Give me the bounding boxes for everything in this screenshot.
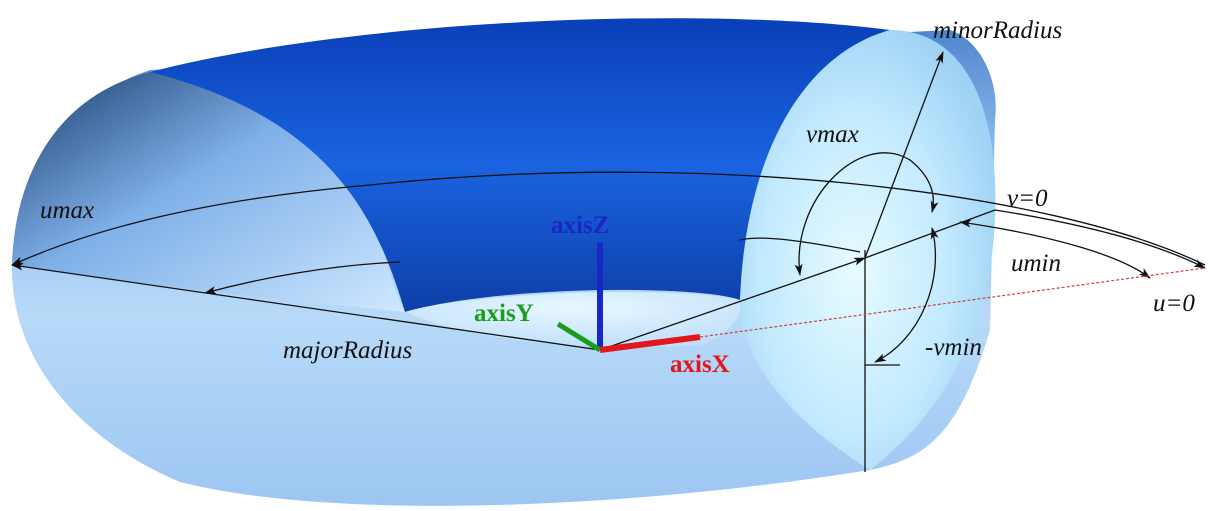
u-zero-arc [994,209,1206,269]
neg-vmin-arc [874,227,939,363]
neg-vmin-label: -vmin [925,334,982,361]
major-radius-inner-arc [204,261,401,294]
minor-radius-label: minorRadius [933,17,1062,44]
major-radius-label: majorRadius [283,337,412,364]
axis-y-line [556,321,602,353]
umin-label: umin [1011,250,1061,277]
umax-label: umax [40,197,94,224]
axis-y-label: axisY [474,300,534,327]
torus-hole-floor [405,291,741,347]
axis-x-label: axisX [670,351,730,378]
torus-inner-surface [150,18,890,312]
umax-arc [11,171,1206,266]
umin-arc [959,219,1151,279]
vmax-label: vmax [806,121,859,148]
axis-x-line [599,334,701,353]
vmax-arc [794,152,939,276]
v-zero-label: v=0 [1007,185,1048,212]
axis-z-label: axisZ [551,212,609,239]
major-radius-arrow [11,262,601,351]
u-zero-label: u=0 [1153,290,1195,317]
